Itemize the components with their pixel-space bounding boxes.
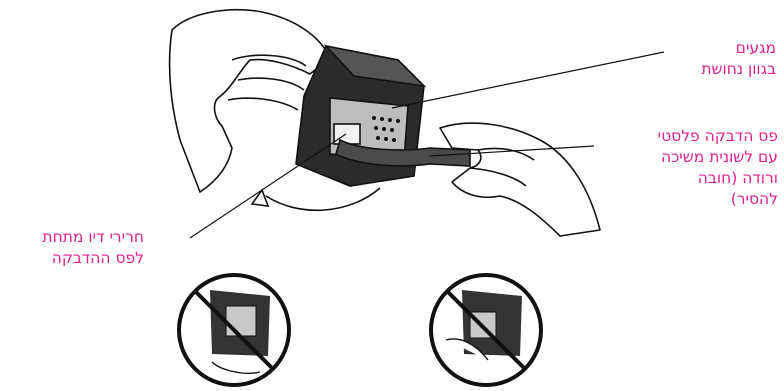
callout-lines xyxy=(189,51,665,239)
label-line: מגעים xyxy=(735,39,776,57)
label-line: פס הדבקה פלסטי xyxy=(657,127,778,145)
cartridge-illustration xyxy=(295,44,471,187)
label-line: לפס ההדבקה xyxy=(51,249,144,267)
label-line: להסיר) xyxy=(730,190,778,208)
plastic-tape-strip xyxy=(335,138,471,167)
remove-tape-arrow-icon xyxy=(250,187,381,212)
left-hand-illustration xyxy=(168,9,331,193)
copper-contacts xyxy=(372,116,400,142)
do-not-touch-contacts-icon xyxy=(177,273,291,387)
right-hand-illustration xyxy=(439,122,601,237)
do-not-touch-nozzles-icon xyxy=(429,273,543,387)
plastic-tape-label: פס הדבקה פלסטי עם לשונית משיכה ורודה (חו… xyxy=(658,126,778,210)
label-line: עם לשונית משיכה xyxy=(660,148,778,166)
copper-contacts-label: מגעים בגוון נחושת xyxy=(701,38,776,80)
label-line: בגוון נחושת xyxy=(701,60,776,78)
label-line: ורודה (חובה xyxy=(697,169,778,187)
label-line: חרירי דיו מתחת xyxy=(42,228,144,246)
ink-nozzles-label: חרירי דיו מתחת לפס ההדבקה xyxy=(42,227,144,269)
ink-nozzle-plate xyxy=(333,123,361,145)
